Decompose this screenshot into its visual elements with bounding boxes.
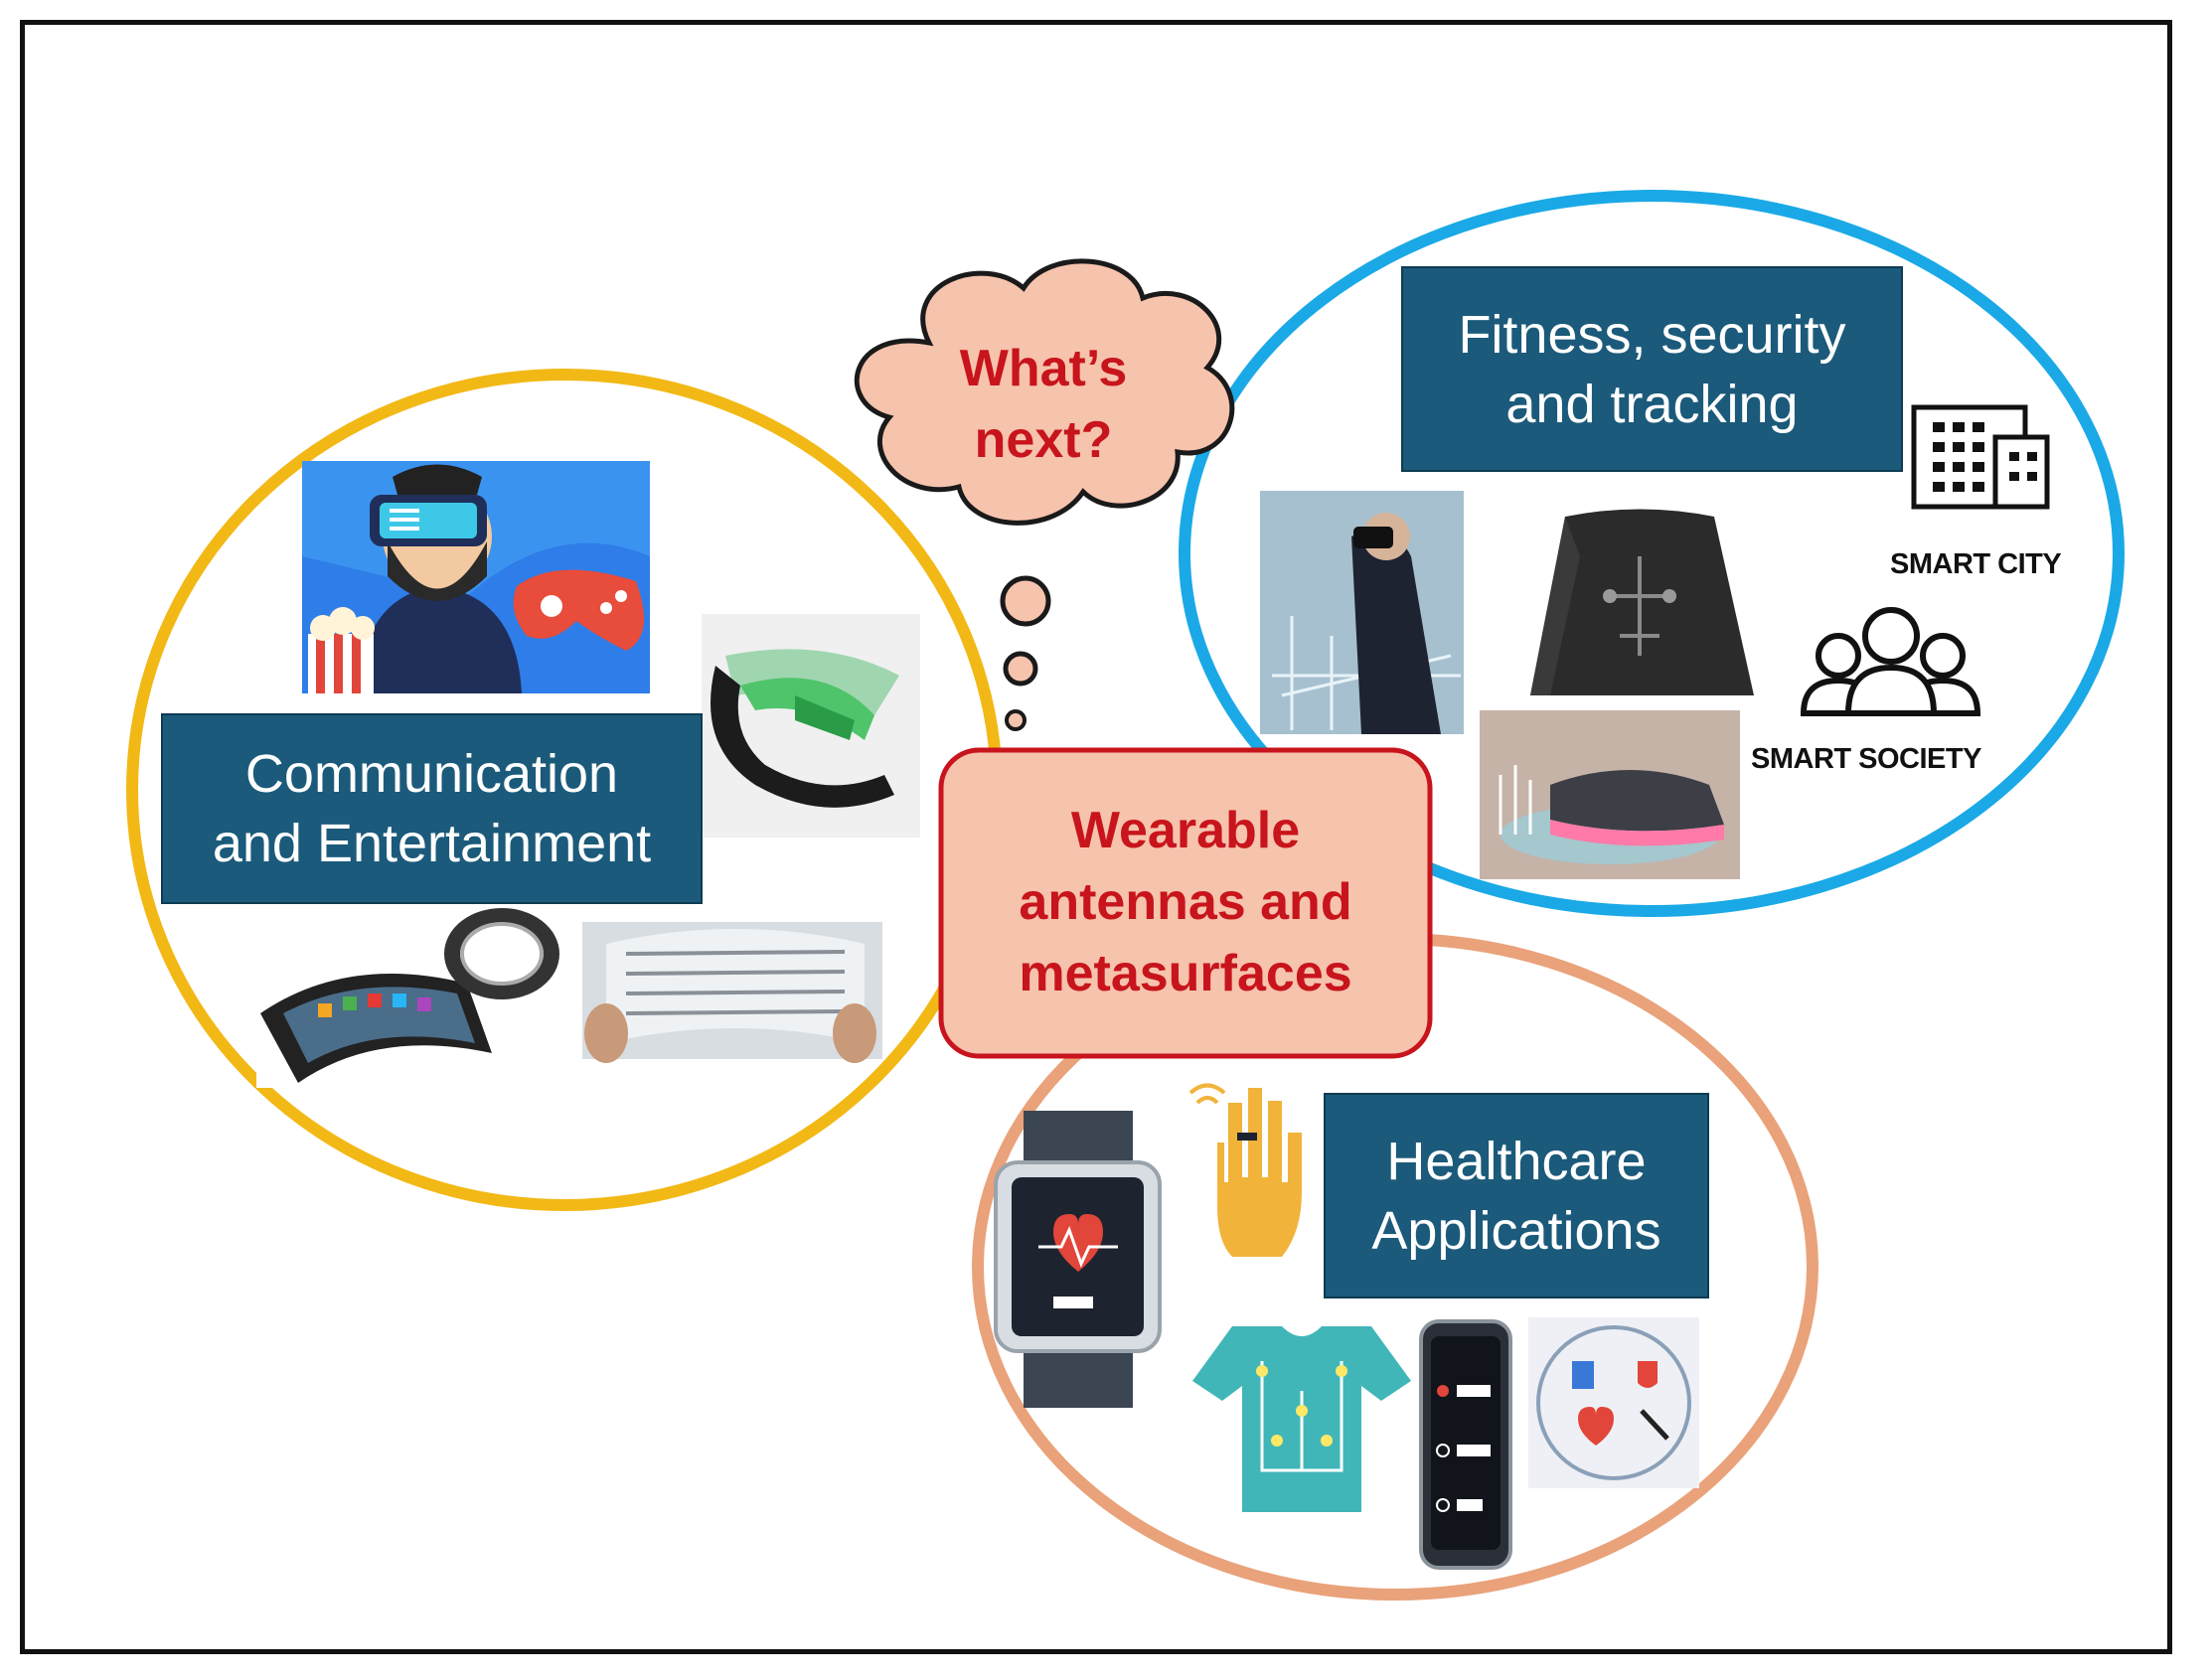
thought-cloud-text: What’s next? xyxy=(894,333,1192,482)
center-title: Wearable antennas and metasurfaces xyxy=(941,795,1430,1013)
building-icon xyxy=(1911,404,2050,510)
smart-city-label: SMART CITY xyxy=(1890,548,2062,580)
healthcare-label-line2: Applications xyxy=(1371,1200,1661,1261)
sensor-tshirt xyxy=(1192,1326,1411,1512)
thought-bubble-medium xyxy=(1003,651,1038,687)
smart-shoe-photo xyxy=(1480,710,1740,879)
curved-phone-bracelet xyxy=(256,908,559,1088)
healthcare-label-line1: Healthcare xyxy=(1386,1131,1647,1191)
vr-headset-user-photo xyxy=(1260,491,1464,734)
fitness-label-line2: and tracking xyxy=(1505,374,1799,434)
center-line3: metasurfaces xyxy=(1019,945,1352,1002)
fitness-label: Fitness, security and tracking xyxy=(1401,266,1903,472)
healthcare-label: Healthcare Applications xyxy=(1324,1093,1709,1298)
entertainment-label: Communication and Entertainment xyxy=(161,713,703,904)
smartwatch-heart-rate xyxy=(994,1111,1162,1408)
people-group-icon xyxy=(1800,607,1981,716)
smart-ring-hand xyxy=(1188,1083,1302,1257)
thought-bubble-small xyxy=(1005,709,1027,731)
center-line1: Wearable xyxy=(1070,802,1301,859)
center-box xyxy=(938,747,1433,1059)
thought-bubble-large xyxy=(1000,575,1051,627)
thought-cloud xyxy=(854,258,1235,526)
vr-gamer-illustration xyxy=(302,461,650,693)
entertainment-label-line1: Communication xyxy=(244,744,619,804)
flexible-wrist-display xyxy=(702,614,920,838)
entertainment-label-line2: and Entertainment xyxy=(212,814,652,873)
thought-cloud-line2: next? xyxy=(974,411,1113,469)
center-line2: antennas and xyxy=(1019,873,1352,931)
sensor-shirt-photo xyxy=(1520,505,1759,699)
fitness-band xyxy=(1419,1319,1512,1570)
thought-cloud-line1: What’s xyxy=(959,340,1128,397)
flexible-newspaper-display xyxy=(582,922,882,1063)
health-monitor-icons xyxy=(1528,1317,1699,1488)
fitness-label-line1: Fitness, security xyxy=(1458,304,1846,365)
fitness-ring xyxy=(1179,190,2125,917)
smart-society-label: SMART SOCIETY xyxy=(1751,743,1981,775)
